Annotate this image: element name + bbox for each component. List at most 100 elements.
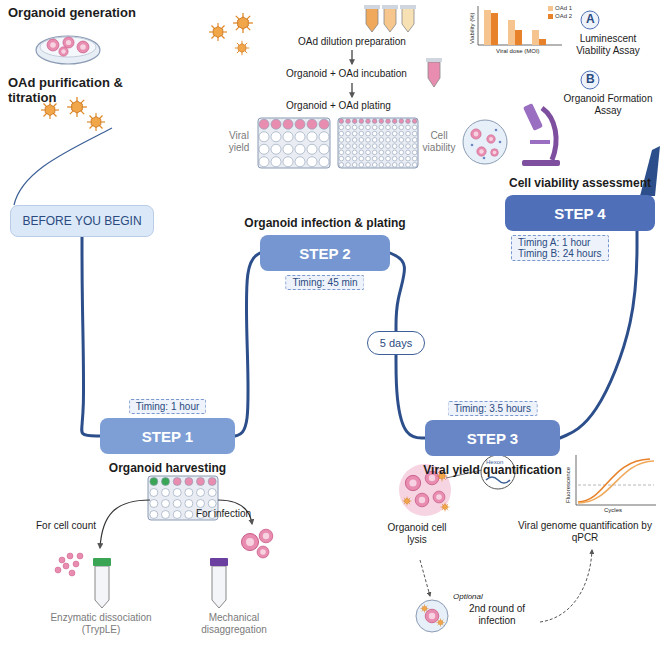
- well: [339, 131, 344, 136]
- organoid-well: [491, 149, 499, 157]
- step-title-wrap: Cell viability assessment: [509, 173, 651, 191]
- well: [359, 138, 364, 143]
- dissociated-cells: [69, 570, 75, 576]
- well: [379, 150, 384, 155]
- falcon-tube: [93, 558, 228, 608]
- letter-badge: [581, 11, 599, 29]
- well: [346, 125, 351, 130]
- well: [412, 119, 417, 124]
- well: [399, 138, 404, 143]
- virus-particles: [41, 13, 253, 131]
- step-box: Cell viability assessmentSTEP 4Timing A:…: [505, 195, 655, 231]
- timing-box: Timing: 45 min: [285, 275, 364, 290]
- well: [372, 156, 377, 161]
- well: [319, 144, 329, 154]
- dissociated-cells: [63, 563, 69, 569]
- well: [392, 163, 397, 168]
- legend-swatch: [548, 14, 553, 19]
- lysed-organoid: [403, 497, 412, 506]
- well: [372, 125, 377, 130]
- annotation: For infection: [196, 508, 251, 520]
- well: [372, 144, 377, 149]
- well: [150, 511, 158, 519]
- step-title: Viral yield quantification: [423, 463, 561, 477]
- step-title-wrap: Organoid infection & plating: [244, 213, 405, 231]
- wells: [150, 119, 417, 519]
- well: [346, 163, 351, 168]
- organoid-fragments: [242, 529, 273, 558]
- well: [386, 144, 391, 149]
- annotation: Viral genome quantification by qPCR: [518, 520, 652, 543]
- annotation: Organoid generation: [8, 6, 136, 21]
- falcon-tube: [212, 566, 226, 608]
- well: [352, 125, 357, 130]
- well: [366, 138, 371, 143]
- well: [386, 150, 391, 155]
- dilution-tubes: [366, 8, 378, 32]
- well: [406, 131, 411, 136]
- petri-dish: [36, 36, 100, 64]
- legend-item: OAd 2: [548, 13, 572, 19]
- organoid-well: [463, 120, 507, 164]
- qpcr-plot: [576, 455, 656, 505]
- well: [197, 489, 205, 497]
- organoid-well: [471, 129, 481, 139]
- qpcr-plot: [576, 455, 577, 505]
- well: [185, 500, 193, 508]
- petri-dish: [63, 37, 74, 48]
- annotation: OAd purification & titration: [8, 76, 158, 106]
- split-arrow: [100, 500, 150, 548]
- step-title: Cell viability assessment: [509, 176, 651, 190]
- well: [372, 150, 377, 155]
- duration-pill: 5 days: [367, 331, 425, 355]
- well: [406, 150, 411, 155]
- well: [271, 157, 281, 167]
- dilution-tubes: [384, 8, 396, 32]
- well: [352, 119, 357, 124]
- organoid-well: [471, 144, 474, 147]
- well: [352, 150, 357, 155]
- well: [386, 119, 391, 124]
- bar-chart: [491, 13, 498, 45]
- well: [372, 119, 377, 124]
- well: [366, 119, 371, 124]
- flow-arrow: [351, 83, 352, 97]
- incubation-tube: [426, 58, 442, 62]
- well: [352, 131, 357, 136]
- well: [339, 144, 344, 149]
- well: [352, 163, 357, 168]
- annotation: Organoid Formation Assay: [562, 93, 654, 116]
- box-label: STEP 3: [467, 430, 518, 447]
- well: [366, 125, 371, 130]
- well-plate: [338, 118, 418, 168]
- legend-item: OAd 1: [548, 5, 572, 11]
- well: [379, 163, 384, 168]
- well: [208, 489, 216, 497]
- organoid-well: [463, 120, 507, 164]
- dissociated-cells: [55, 553, 83, 576]
- well: [412, 156, 417, 161]
- qpcr-plot: [576, 505, 656, 506]
- well: [339, 150, 344, 155]
- well: [412, 163, 417, 168]
- qpcr-plot: [578, 485, 654, 486]
- lysed-organoid: [441, 503, 450, 512]
- dissociated-cells: [77, 553, 83, 559]
- well: [379, 119, 384, 124]
- flow-connector: [396, 355, 425, 438]
- organoid-well: [495, 129, 498, 132]
- timing-box: Timing: 3.5 hours: [447, 401, 538, 416]
- bar-chart: [478, 6, 562, 45]
- well: [162, 478, 170, 486]
- dissociated-cells: [59, 557, 65, 563]
- well: [392, 138, 397, 143]
- well: [307, 144, 317, 154]
- dissociated-cells: [73, 561, 79, 567]
- step-title: Organoid harvesting: [109, 461, 226, 475]
- well: [346, 150, 351, 155]
- well: [346, 144, 351, 149]
- box-label: STEP 2: [299, 245, 350, 262]
- timing-label: Timing: 1 hour: [136, 401, 200, 412]
- well: [346, 119, 351, 124]
- well: [259, 157, 269, 167]
